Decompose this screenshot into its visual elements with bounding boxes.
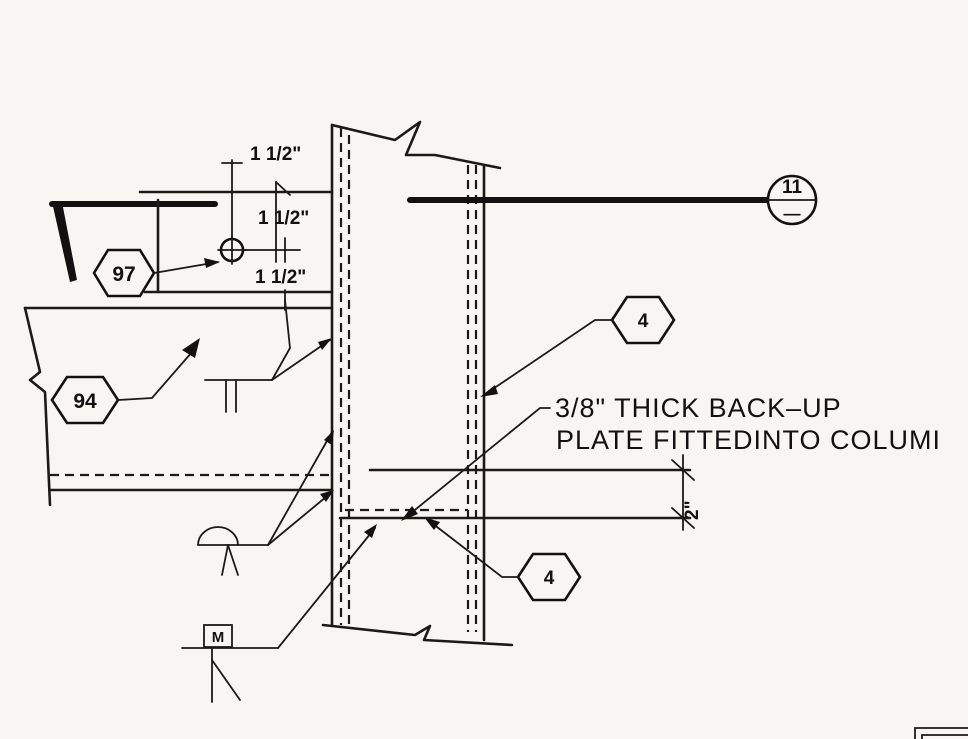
svg-text:97: 97 [112,263,135,286]
svg-text:11: 11 [782,177,803,198]
column [321,120,514,647]
title-block-corner [914,727,968,739]
callout-4-upper: 4 [480,295,676,397]
callout-97: 97 [92,248,220,298]
note-line-1: 3/8" THICK BACK–UP [555,393,842,423]
dimension-1: 1 1/2" [250,144,301,165]
dimension-3: 1 1/2" [255,267,306,288]
dimension-2: 1 1/2" [258,208,309,229]
svg-text:94: 94 [73,390,97,413]
weld-symbol-m: M [181,524,377,703]
weld-symbol-upper [204,299,332,413]
bolt-symbol [217,235,247,265]
svg-text:4: 4 [544,568,555,589]
weld-symbol-lower [197,430,334,576]
beam [23,306,334,507]
callout-4-lower: 4 [424,517,582,602]
svg-text:M: M [212,629,225,646]
svg-text:—: — [784,204,801,223]
dimension-lines [221,159,333,311]
callout-11: 11 — [407,174,818,226]
callout-94: 94 [50,338,200,425]
note-line-2: PLATE FITTEDINTO COLUMI [556,425,941,455]
backup-plate [338,407,695,531]
dimension-4: 2" [682,500,703,520]
svg-text:4: 4 [638,311,649,332]
